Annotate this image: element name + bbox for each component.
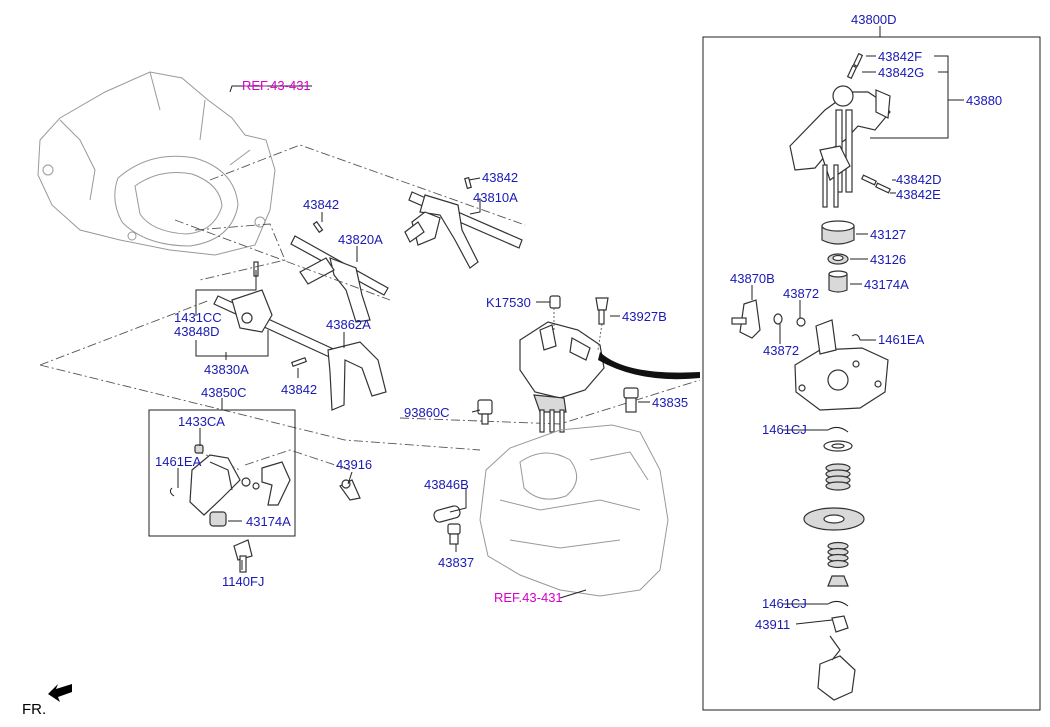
sensor-93860c (477, 399, 493, 425)
shift-fork-43862a (290, 341, 387, 411)
transmission-housing-illustration (37, 71, 276, 256)
spring-lower (827, 541, 849, 569)
ref-label-top[interactable]: REF.43-431 (242, 78, 311, 93)
part-label-43870b[interactable]: 43870B (730, 271, 775, 286)
part-label-43872-lower[interactable]: 43872 (763, 343, 799, 358)
part-label-1433ca[interactable]: 1433CA (178, 414, 225, 429)
seal-upper (823, 440, 853, 452)
select-lever-assembly-box (148, 409, 296, 537)
pin-43916 (339, 479, 361, 501)
bolt-43837 (447, 523, 461, 545)
part-label-43842e[interactable]: 43842E (896, 187, 941, 202)
part-label-43846b[interactable]: 43846B (424, 477, 469, 492)
part-label-43880[interactable]: 43880 (966, 93, 1002, 108)
part-label-43862a[interactable]: 43862A (326, 317, 371, 332)
assembly-reference-lines (39, 144, 701, 471)
shift-lug-assembly-43848d (213, 261, 341, 361)
part-label-43842d[interactable]: 43842D (896, 172, 942, 187)
part-label-1461cj-lower[interactable]: 1461CJ (762, 596, 807, 611)
stopper-43127 (821, 220, 855, 245)
part-label-93860c[interactable]: 93860C (404, 405, 450, 420)
bushing-43174a (828, 270, 848, 293)
control-assembly-frame (702, 36, 1041, 711)
part-label-43174a-left[interactable]: 43174A (246, 514, 291, 529)
part-label-1461ea-left[interactable]: 1461EA (155, 454, 202, 469)
select-lever-43870b (731, 299, 761, 339)
part-label-43927b[interactable]: 43927B (622, 309, 667, 324)
plug-43835 (623, 387, 639, 413)
snap-ring-1461cj-lower (827, 600, 849, 607)
part-label-1461ea-right[interactable]: 1461EA (878, 332, 925, 347)
part-label-43842-mid[interactable]: 43842 (303, 197, 339, 212)
washer-43126 (827, 253, 849, 265)
part-label-43800d[interactable]: 43800D (851, 12, 897, 27)
part-label-43916[interactable]: 43916 (336, 457, 372, 472)
shift-control-housing (519, 295, 609, 433)
boot-plate (803, 507, 865, 531)
part-label-43842-low[interactable]: 43842 (281, 382, 317, 397)
shift-rail-43810a (404, 176, 523, 269)
part-label-43174a-right[interactable]: 43174A (864, 277, 909, 292)
part-label-k17530[interactable]: K17530 (486, 295, 531, 310)
part-label-43842-top[interactable]: 43842 (482, 170, 518, 185)
part-label-43842f[interactable]: 43842F (878, 49, 922, 64)
control-lever-43880 (789, 52, 891, 208)
shift-rail-43820a (290, 220, 389, 323)
part-label-43810a[interactable]: 43810A (473, 190, 518, 205)
part-label-1461cj-upper[interactable]: 1461CJ (762, 422, 807, 437)
part-label-43820a[interactable]: 43820A (338, 232, 383, 247)
plug-43846b (433, 505, 461, 523)
fr-label: FR. (22, 701, 46, 718)
part-label-43911[interactable]: 43911 (755, 617, 790, 632)
part-label-43837[interactable]: 43837 (438, 555, 474, 570)
part-label-1431cc[interactable]: 1431CC (174, 310, 222, 325)
ref-label-bottom[interactable]: REF.43-431 (494, 590, 563, 605)
front-arrow-icon (48, 684, 72, 702)
part-label-43835[interactable]: 43835 (652, 395, 688, 410)
bracket-43911 (817, 615, 856, 701)
part-label-43127[interactable]: 43127 (870, 227, 906, 242)
part-label-43848d[interactable]: 43848D (174, 324, 220, 339)
bolt-1140fj (233, 539, 253, 573)
retainer (827, 575, 849, 587)
front-direction-indicator: FR. (22, 684, 72, 718)
part-label-43842g[interactable]: 43842G (878, 65, 924, 80)
connection-curve (598, 352, 700, 380)
o-ring-43872 (773, 313, 806, 327)
part-label-43872-upper[interactable]: 43872 (783, 286, 819, 301)
leader-lines (177, 55, 964, 625)
snap-ring-1461cj-upper (827, 426, 849, 433)
part-label-43850c[interactable]: 43850C (201, 385, 247, 400)
control-cover (794, 319, 889, 411)
part-label-1140fj[interactable]: 1140FJ (222, 574, 264, 589)
spring-upper (825, 463, 851, 491)
part-label-43126[interactable]: 43126 (870, 252, 906, 267)
part-label-43830a[interactable]: 43830A (204, 362, 249, 377)
lower-transmission-housing (479, 424, 669, 597)
